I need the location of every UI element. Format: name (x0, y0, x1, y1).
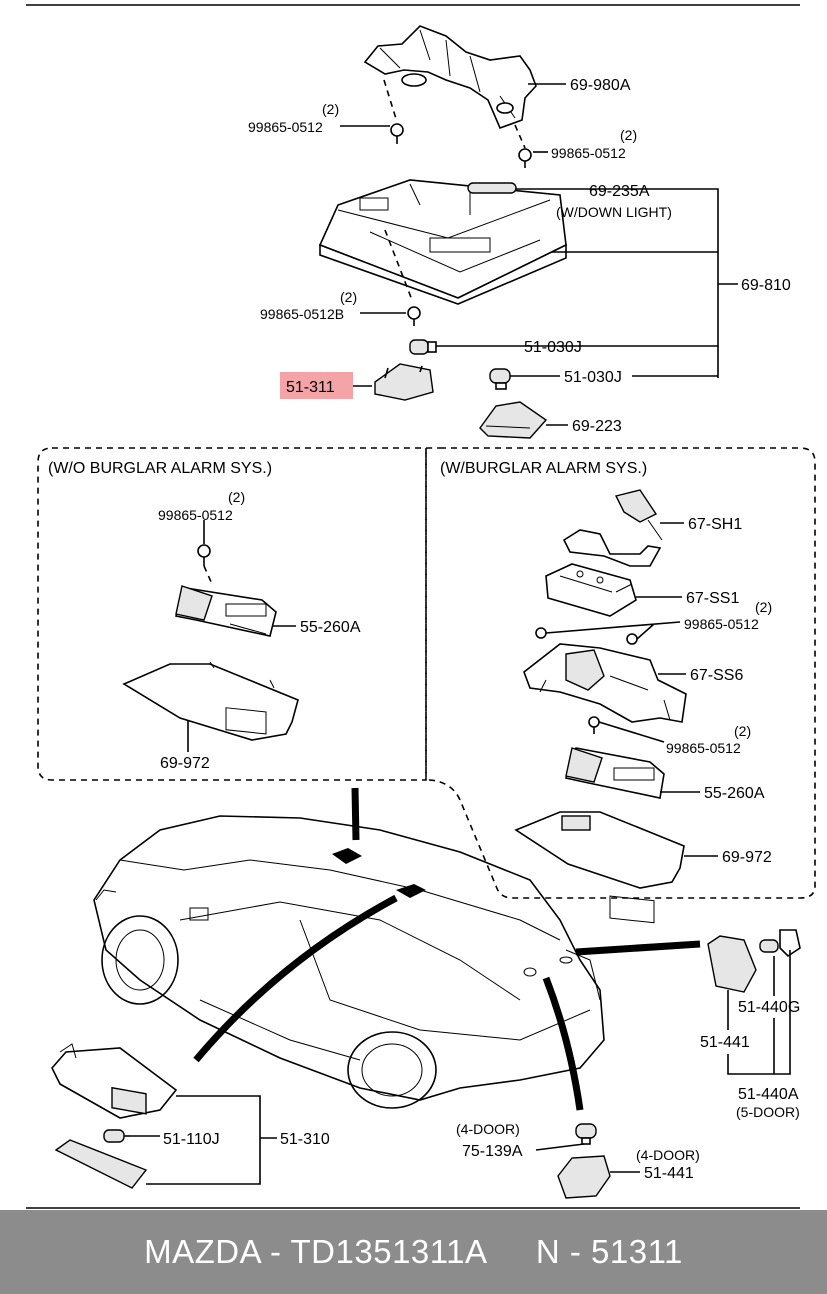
label-4door-a: (4-DOOR) (456, 1121, 520, 1137)
highlight-51-311 (280, 372, 353, 399)
left-label-69-972: 69-972 (160, 755, 210, 772)
lens-69-223[interactable] (479, 401, 548, 439)
label-75-139A: 75-139A (462, 1143, 523, 1160)
left-screw[interactable] (197, 544, 211, 566)
label-67-SS1: 67-SS1 (686, 590, 739, 607)
left-screw-qty: (2) (228, 489, 245, 505)
right-module-67-SS1[interactable] (545, 563, 637, 617)
screw-b[interactable] (407, 306, 421, 326)
label-51-440A: 51-440A (738, 1086, 799, 1103)
car-mark-rear (396, 884, 426, 898)
pointer-trunk-lamp (542, 976, 584, 1111)
label-down-light: (W/DOWN LIGHT) (556, 204, 672, 220)
bulb-b[interactable] (489, 368, 511, 390)
label-5door: (5-DOOR) (736, 1104, 800, 1120)
bulb-75-139A[interactable] (575, 1123, 597, 1145)
screw-top-right[interactable] (518, 148, 532, 168)
screw-top-left[interactable] (390, 123, 404, 144)
parts-diagram: 69-980A (2) 99865-0512 (2) 99865-0512 69… (26, 4, 816, 1209)
right-box-title: (W/BURGLAR ALARM SYS.) (440, 460, 647, 477)
label-67-SH1: 67-SH1 (688, 516, 742, 533)
bulb-a[interactable] (409, 339, 437, 355)
right-screw-a-label: 99865-0512 (684, 616, 759, 632)
label-screw-top-left: 99865-0512 (248, 119, 323, 135)
qty-screw-top-right: (2) (620, 127, 637, 143)
pointer-rear-lamp (575, 940, 701, 956)
right-bracket-67-SS6[interactable] (523, 643, 687, 723)
lens-69-235A[interactable] (467, 182, 517, 194)
left-screw-label: 99865-0512 (158, 507, 233, 523)
car-illustration (93, 815, 605, 1109)
dash-screw-b (384, 229, 413, 301)
right-screw-b[interactable] (588, 716, 600, 734)
label-51-311[interactable]: 51-311 (286, 379, 335, 396)
qty-screw-top-left: (2) (322, 101, 339, 117)
lens-51-441-4door[interactable] (557, 1155, 611, 1199)
footer-part-number: MAZDA - TD1351311A (144, 1233, 488, 1270)
qty-screw-b: (2) (340, 289, 357, 305)
dash-left-screw (203, 565, 213, 585)
label-51-440G: 51-440G (738, 999, 800, 1016)
bracket-69-810 (516, 188, 719, 378)
pointer-left-box (351, 787, 360, 841)
footer-bar: MAZDA - TD1351311A N - 51311 (0, 1210, 827, 1294)
footer-number: N - 51311 (535, 1233, 683, 1270)
visor-lens[interactable] (54, 1139, 148, 1189)
sun-visor[interactable] (51, 1043, 178, 1119)
left-label-55-260A: 55-260A (300, 619, 361, 636)
right-screw-b-qty: (2) (734, 723, 751, 739)
right-label-55-260A: 55-260A (704, 785, 765, 802)
left-box-title: (W/O BURGLAR ALARM SYS.) (48, 460, 272, 477)
left-map-lamp-55-260A[interactable] (174, 585, 277, 637)
footer-spacer (488, 1233, 536, 1271)
right-screw-b-label: 99865-0512 (666, 740, 741, 756)
lens-51-441[interactable] (707, 935, 757, 993)
left-cover-69-972[interactable] (122, 661, 299, 741)
label-69-235A: 69-235A (589, 183, 650, 200)
label-bulb-a: 51-030J (524, 339, 582, 356)
right-cover-69-972[interactable] (514, 811, 685, 924)
right-screw-a1[interactable] (535, 627, 547, 639)
dash-screw-top-right (514, 124, 526, 149)
right-screw-a2[interactable] (626, 633, 638, 645)
label-51-441: 51-441 (700, 1034, 750, 1051)
label-screw-top-right: 99865-0512 (551, 145, 626, 161)
label-51-310: 51-310 (280, 1131, 330, 1148)
label-69-810: 69-810 (741, 277, 791, 294)
part-51-311[interactable] (374, 363, 434, 401)
right-screw-a-qty: (2) (755, 599, 772, 615)
car-mark-front (332, 848, 362, 864)
leader-right-screw-b (598, 721, 665, 743)
label-screw-b: 99865-0512B (260, 306, 344, 322)
box-with-alarm (425, 447, 816, 899)
overhead-console-69-810[interactable] (318, 179, 567, 305)
label-51-110J: 51-110J (163, 1131, 220, 1148)
socket-51-440G[interactable] (759, 929, 801, 958)
dash-screw-top-left (383, 79, 398, 123)
label-bulb-b: 51-030J (564, 369, 622, 386)
label-69-223: 69-223 (572, 418, 622, 435)
leader-75-139A (535, 1143, 585, 1151)
pointer-visor (193, 894, 398, 1063)
bracket-69-980A[interactable] (363, 25, 537, 130)
right-sensor-67-SH1[interactable] (562, 489, 663, 567)
label-4door-b: (4-DOOR) (636, 1147, 700, 1163)
label-51-441-b: 51-441 (644, 1165, 694, 1182)
leader-right-screw-a (545, 621, 681, 640)
bracket-51-440A (727, 950, 791, 1075)
label-69-980A: 69-980A (570, 77, 631, 94)
right-label-69-972: 69-972 (722, 849, 772, 866)
box-without-alarm (37, 447, 427, 781)
right-map-lamp-55-260A[interactable] (564, 747, 665, 799)
visor-bulb-51-110J[interactable] (103, 1129, 130, 1143)
label-67-SS6: 67-SS6 (690, 667, 743, 684)
bracket-51-310 (146, 1095, 261, 1185)
